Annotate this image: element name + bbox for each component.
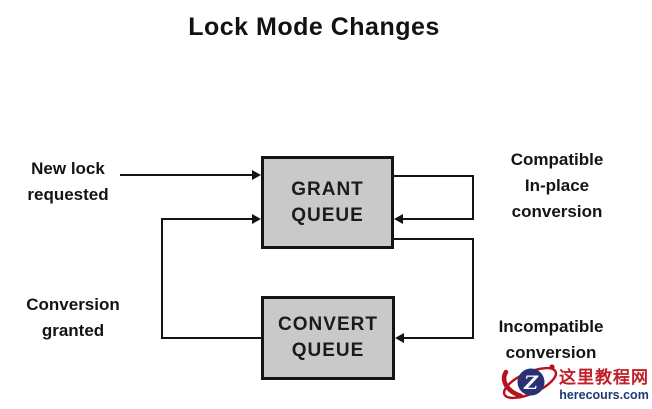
new-lock-arrow-line — [120, 174, 253, 176]
compatible-loop-line-back — [403, 218, 474, 220]
compatible-conversion-label: Compatible In-place conversion — [499, 147, 615, 225]
new-lock-label: New lock requested — [10, 156, 126, 208]
watermark-logo-letter: Z — [523, 372, 539, 394]
incompatible-label-line2: conversion — [505, 343, 597, 362]
new-lock-label-line2: requested — [27, 185, 109, 204]
grant-queue-label-line1: GRANT — [291, 178, 364, 200]
watermark-site-url: herecours.com — [559, 388, 649, 402]
compatible-label-line3: conversion — [511, 202, 603, 221]
conversion-granted-line-top — [161, 218, 252, 220]
watermark-site-name: 这里教程网 — [559, 368, 649, 387]
compatible-label-line1: Compatible — [510, 150, 604, 169]
grant-queue-box: GRANT QUEUE — [261, 156, 394, 249]
compatible-loop-line-out — [393, 175, 474, 177]
watermark-logo-icon: Z — [501, 364, 558, 400]
conversion-granted-label: Conversion granted — [15, 292, 131, 344]
convert-queue-label-line1: CONVERT — [278, 314, 378, 335]
incompatible-arrowhead-icon — [395, 333, 404, 343]
page-title: Lock Mode Changes — [188, 13, 440, 41]
compatible-label-line2: In-place — [524, 176, 590, 195]
incompatible-line-back — [404, 337, 474, 339]
convert-queue-label-line2: QUEUE — [291, 340, 365, 361]
conversion-granted-label-line2: granted — [41, 321, 105, 340]
new-lock-label-line1: New lock — [31, 159, 105, 178]
new-lock-arrowhead-icon — [252, 170, 261, 180]
incompatible-conversion-label: Incompatible conversion — [493, 314, 609, 366]
conversion-granted-line-vertical — [161, 218, 163, 339]
compatible-loop-arrowhead-icon — [394, 214, 403, 224]
conversion-granted-line-bottom — [161, 337, 261, 339]
convert-queue-box: CONVERT QUEUE — [261, 296, 395, 380]
incompatible-label-line1: Incompatible — [498, 317, 604, 336]
conversion-granted-label-line1: Conversion — [26, 295, 120, 314]
incompatible-line-vertical — [472, 238, 474, 339]
compatible-loop-line-vertical — [472, 175, 474, 220]
incompatible-line-out — [393, 238, 474, 240]
watermark-text: 这里教程网 herecours.com — [556, 368, 652, 402]
grant-queue-label-line2: QUEUE — [291, 204, 364, 226]
conversion-granted-arrowhead-icon — [252, 214, 261, 224]
